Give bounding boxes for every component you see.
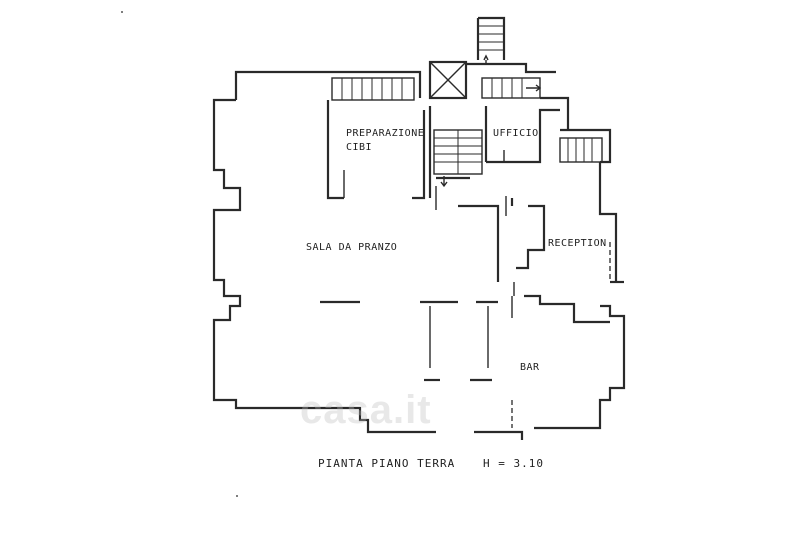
room-label-bar: BAR [520,362,540,373]
speck [121,11,123,13]
watermark: casa.it [300,388,432,432]
room-label-cibi: CIBI [346,142,373,153]
stair-arrows [440,54,542,188]
interior-walls [320,100,611,428]
door-marks [343,150,515,296]
room-label-ufficio: UFFICIO [493,128,539,139]
room-label-sala-da-pranzo: SALA DA PRANZO [306,242,398,253]
stair-core [331,16,603,175]
outer-walls [212,70,626,440]
room-label-reception: RECEPTION [548,238,607,249]
plan-title: PIANTA PIANO TERRA [318,457,456,470]
room-label-preparazione: PREPARAZIONE [346,128,425,139]
plan-height: H = 3.10 [483,457,544,470]
speck [236,495,238,497]
